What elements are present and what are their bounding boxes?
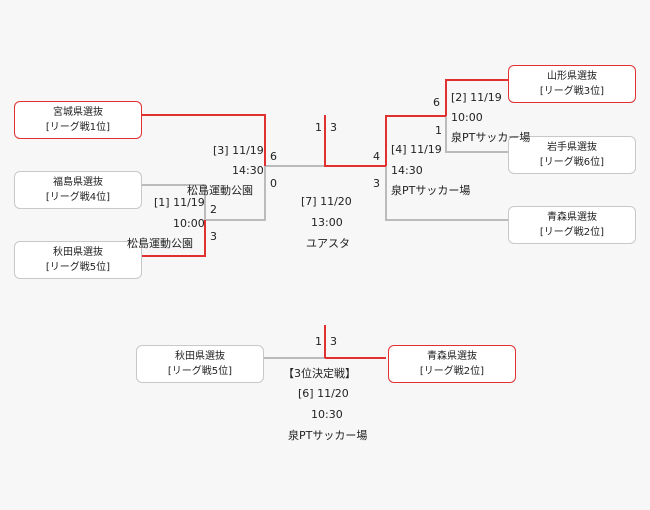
m4-score-bottom: 3 [373,177,380,190]
team-name: 山形県選抜 [547,71,597,82]
m2-score-top: 6 [433,96,440,109]
team-akita[interactable]: 秋田県選抜 [リーグ戦5位] [14,241,142,279]
team-name: 秋田県選抜 [53,247,103,258]
m1-venue: 松島運動公園 [127,237,193,250]
m2-date: [2] 11/19 [451,91,502,104]
m2-time: 10:00 [451,111,483,124]
m6-time: 10:30 [311,408,343,421]
winner-lines [142,79,508,359]
m7-date: [7] 11/20 [301,195,352,208]
team-record: [リーグ戦2位] [539,227,605,238]
team-name: 秋田県選抜 [175,351,225,362]
m1-date: [1] 11/19 [154,196,205,209]
m7-score-right: 3 [330,121,337,134]
m6-date: [6] 11/20 [298,387,349,400]
m4-date: [4] 11/19 [391,143,442,156]
line-miyagi [142,114,266,166]
team-record: [リーグ戦4位] [45,192,111,203]
m3-time: 14:30 [232,164,264,177]
m3-score-top: 6 [270,150,277,163]
m4-score-top: 4 [373,150,380,163]
m6-venue: 泉PTサッカー場 [288,429,368,442]
team-yamagata[interactable]: 山形県選抜 [リーグ戦3位] [508,65,636,103]
team-name: 宮城県選抜 [53,107,103,118]
m1-score-top: 2 [210,203,217,216]
team-miyagi[interactable]: 宮城県選抜 [リーグ戦1位] [14,101,142,139]
team-record: [リーグ戦5位] [45,262,111,273]
m2-score-bottom: 1 [435,124,442,137]
m4-time: 14:30 [391,164,423,177]
m2-venue: 泉PTサッカー場 [451,131,531,144]
m6-score-right: 3 [330,335,337,348]
m6-score-left: 1 [315,335,322,348]
m7-score-left: 1 [315,121,322,134]
m1-score-bottom: 3 [210,230,217,243]
m4-venue: 泉PTサッカー場 [391,184,471,197]
team-record: [リーグ戦3位] [539,86,605,97]
m3-score-bottom: 0 [270,177,277,190]
line-iwate [445,116,508,153]
team-name: 青森県選抜 [547,212,597,223]
line-aomori [385,166,508,221]
team-fukushima[interactable]: 福島県選抜 [リーグ戦4位] [14,171,142,209]
team-record: [リーグ戦2位] [419,366,485,377]
m1-time: 10:00 [173,217,205,230]
line-fukushima [142,184,206,220]
team-record: [リーグ戦6位] [539,157,605,168]
team-record: [リーグ戦5位] [167,366,233,377]
m7-venue: ユアスタ [306,237,350,250]
team-record: [リーグ戦1位] [45,122,111,133]
m6-title: 【3位決定戦】 [283,367,356,380]
team-akita-3rd[interactable]: 秋田県選抜 [リーグ戦5位] [136,345,264,383]
line-final-right [324,115,386,167]
line-m3-bottom [205,166,266,221]
loser-lines [142,116,508,359]
team-aomori[interactable]: 青森県選抜 [リーグ戦2位] [508,206,636,244]
line-m4-top [385,115,446,166]
team-iwate[interactable]: 岩手県選抜 [リーグ戦6位] [508,136,636,174]
line-yamagata [445,79,508,116]
team-name: 青森県選抜 [427,351,477,362]
m3-venue: 松島運動公園 [187,184,253,197]
m3-date: [3] 11/19 [213,144,264,157]
team-name: 岩手県選抜 [547,142,597,153]
line-akita [142,220,206,257]
team-aomori-3rd[interactable]: 青森県選抜 [リーグ戦2位] [388,345,516,383]
m7-time: 13:00 [311,216,343,229]
team-name: 福島県選抜 [53,177,103,188]
